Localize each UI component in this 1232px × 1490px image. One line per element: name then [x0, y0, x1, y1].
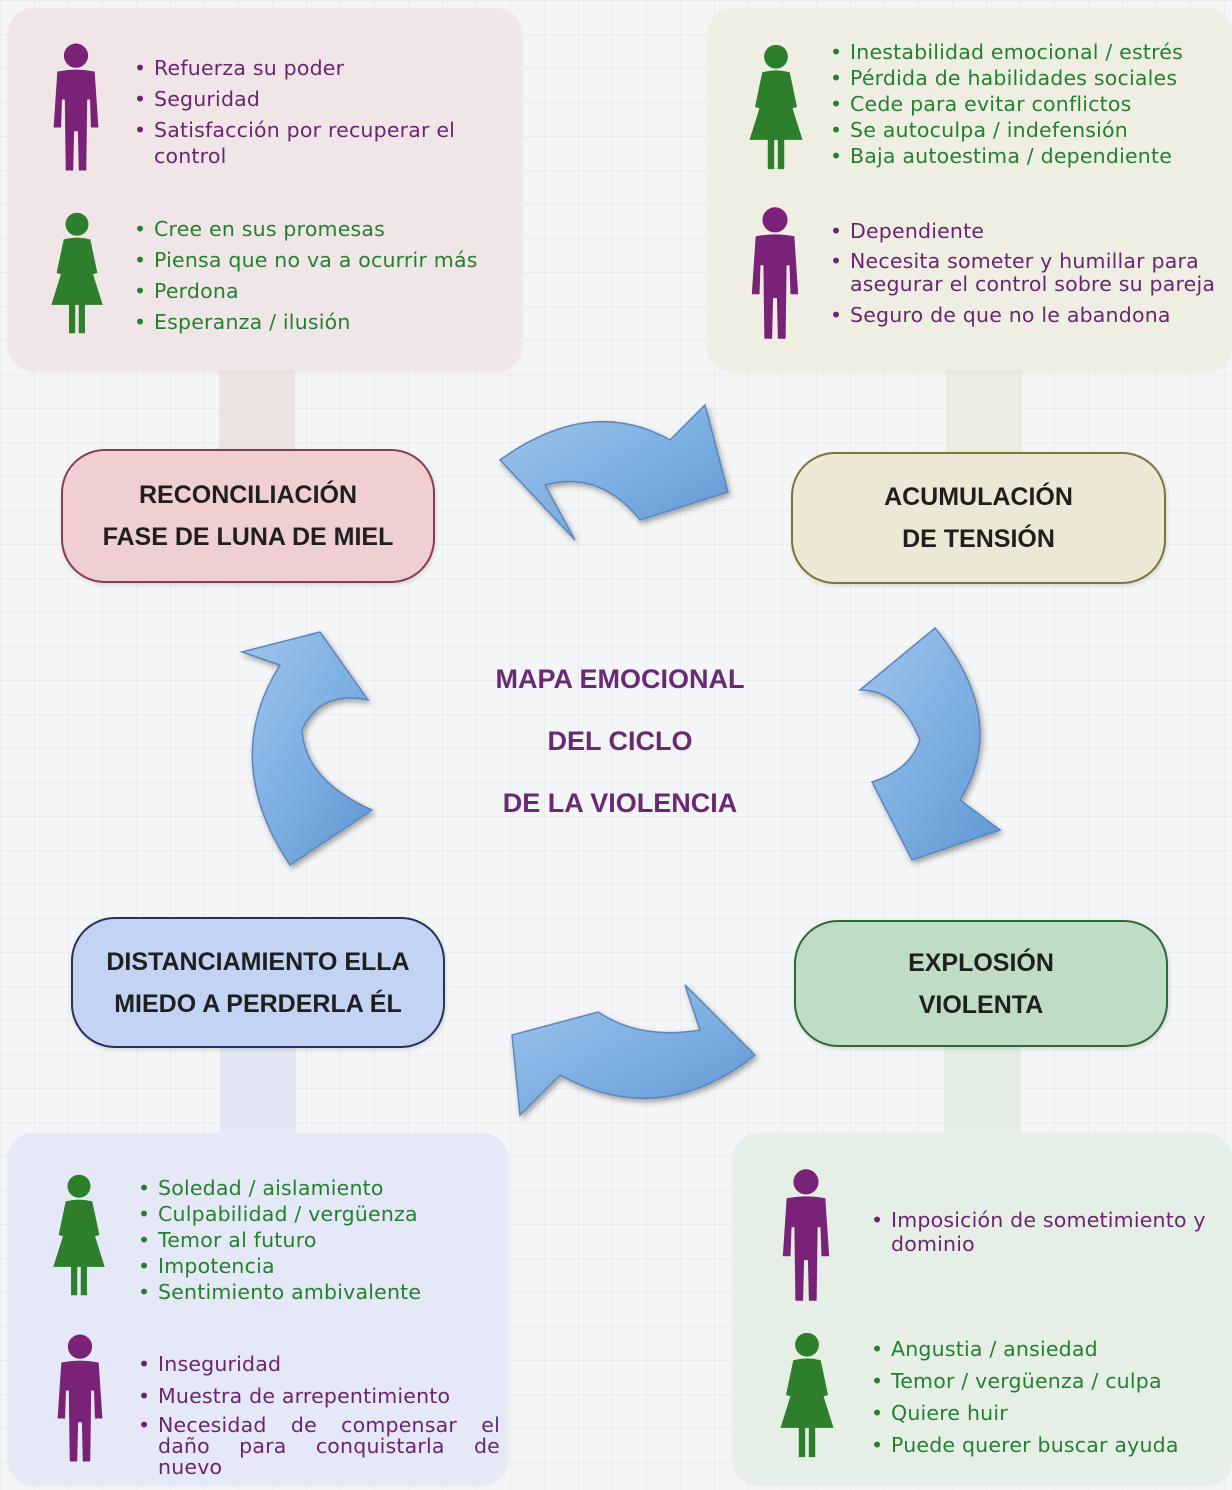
arrow-top	[498, 403, 729, 541]
panel-distanciamiento: Soledad / aislamiento Culpabilidad / ver…	[8, 1133, 508, 1485]
phase-acumulacion: ACUMULACIÓN DE TENSIÓN	[791, 452, 1166, 584]
woman-icon	[46, 204, 108, 342]
panel-acumulacion: Inestabilidad emocional / estrés Pérdida…	[708, 8, 1232, 371]
list-item: Quiere huir	[871, 1400, 1211, 1426]
list-item: Muestra de arrepentimiento	[138, 1383, 500, 1409]
phase-title: DISTANCIAMIENTO ELLA	[106, 947, 410, 976]
list-item: Refuerza su poder	[134, 55, 484, 81]
list-item: Temor / vergüenza / culpa	[871, 1368, 1211, 1394]
list-item: Imposición de sometimiento y dominio	[871, 1208, 1211, 1256]
list-item: Inestabilidad emocional / estrés	[830, 39, 1220, 65]
man-icon	[52, 1329, 108, 1467]
list-ella: Inestabilidad emocional / estrés Pérdida…	[830, 39, 1220, 169]
phase-reconciliacion: RECONCILIACIÓN FASE DE LUNA DE MIEL	[61, 449, 435, 583]
man-icon	[48, 38, 104, 176]
phase-subtitle: VIOLENTA	[918, 990, 1044, 1019]
list-item: Perdona	[134, 278, 514, 304]
list-el: Inseguridad Muestra de arrepentimiento N…	[138, 1351, 500, 1478]
phase-subtitle: FASE DE LUNA DE MIEL	[102, 523, 394, 551]
list-item: Seguridad	[134, 86, 484, 112]
list-item: Piensa que no va a ocurrir más	[134, 247, 514, 273]
phase-subtitle: MIEDO A PERDERLA ÉL	[114, 989, 402, 1018]
list-item: Necesidad de compensar el daño para conq…	[138, 1415, 500, 1478]
list-item: Soledad / aislamiento	[138, 1175, 498, 1201]
list-item: Sentimiento ambivalente	[138, 1279, 498, 1305]
list-item: Culpabilidad / vergüenza	[138, 1201, 498, 1227]
list-item: Baja autoestima / dependiente	[830, 143, 1220, 169]
connector-reconciliacion	[219, 371, 295, 449]
list-item: Impotencia	[138, 1253, 498, 1279]
man-icon	[746, 204, 804, 342]
title-line: MAPA EMOCIONAL	[495, 664, 745, 694]
list-ella: Soledad / aislamiento Culpabilidad / ver…	[138, 1175, 498, 1305]
list-item: Necesita someter y humillar para asegura…	[830, 250, 1222, 296]
list-item: Esperanza / ilusión	[134, 309, 514, 335]
connector-distanciamiento	[220, 1048, 296, 1133]
panel-reconciliacion: Refuerza su poder Seguridad Satisfacción…	[8, 8, 522, 371]
diagram-title: MAPA EMOCIONAL DEL CICLO DE LA VIOLENCIA	[440, 648, 800, 834]
list-item: Angustia / ansiedad	[871, 1336, 1211, 1362]
panel-explosion: Imposición de sometimiento y dominio Ang…	[733, 1133, 1232, 1485]
title-line: DEL CICLO	[547, 726, 693, 756]
list-item: Inseguridad	[138, 1351, 500, 1377]
woman-icon	[744, 38, 808, 176]
list-item: Puede querer buscar ayuda	[871, 1432, 1211, 1458]
list-item: Pérdida de habilidades sociales	[830, 65, 1220, 91]
list-ella: Angustia / ansiedad Temor / vergüenza / …	[871, 1336, 1211, 1458]
phase-title: EXPLOSIÓN	[908, 948, 1054, 977]
list-item: Temor al futuro	[138, 1227, 498, 1253]
list-el: Refuerza su poder Seguridad Satisfacción…	[134, 55, 484, 169]
list-item: Cede para evitar conflictos	[830, 91, 1220, 117]
phase-title: RECONCILIACIÓN	[138, 481, 358, 509]
connector-acumulacion	[946, 371, 1022, 452]
arrow-right	[857, 626, 1002, 861]
list-item: Satisfacción por recuperar el control	[134, 117, 484, 169]
woman-icon	[48, 1166, 110, 1304]
connector-explosion	[944, 1047, 1020, 1133]
woman-icon	[775, 1326, 839, 1464]
list-item: Seguro de que no le abandona	[830, 302, 1222, 328]
phase-subtitle: DE TENSIÓN	[902, 525, 1055, 553]
phase-explosion: EXPLOSIÓN VIOLENTA	[794, 920, 1168, 1047]
arrow-bottom	[511, 984, 757, 1117]
list-item: Cree en sus promesas	[134, 216, 514, 242]
list-el: Imposición de sometimiento y dominio	[871, 1208, 1211, 1256]
list-el: Dependiente Necesita someter y humillar …	[830, 218, 1222, 328]
title-line: DE LA VIOLENCIA	[502, 788, 738, 818]
arrow-left	[239, 631, 374, 867]
list-item: Se autoculpa / indefensión	[830, 117, 1220, 143]
list-ella: Cree en sus promesas Piensa que no va a …	[134, 216, 514, 335]
list-item: Dependiente	[830, 218, 1222, 244]
man-icon	[777, 1166, 835, 1304]
phase-title: ACUMULACIÓN	[884, 483, 1073, 511]
phase-distanciamiento: DISTANCIAMIENTO ELLA MIEDO A PERDERLA ÉL	[71, 917, 445, 1048]
